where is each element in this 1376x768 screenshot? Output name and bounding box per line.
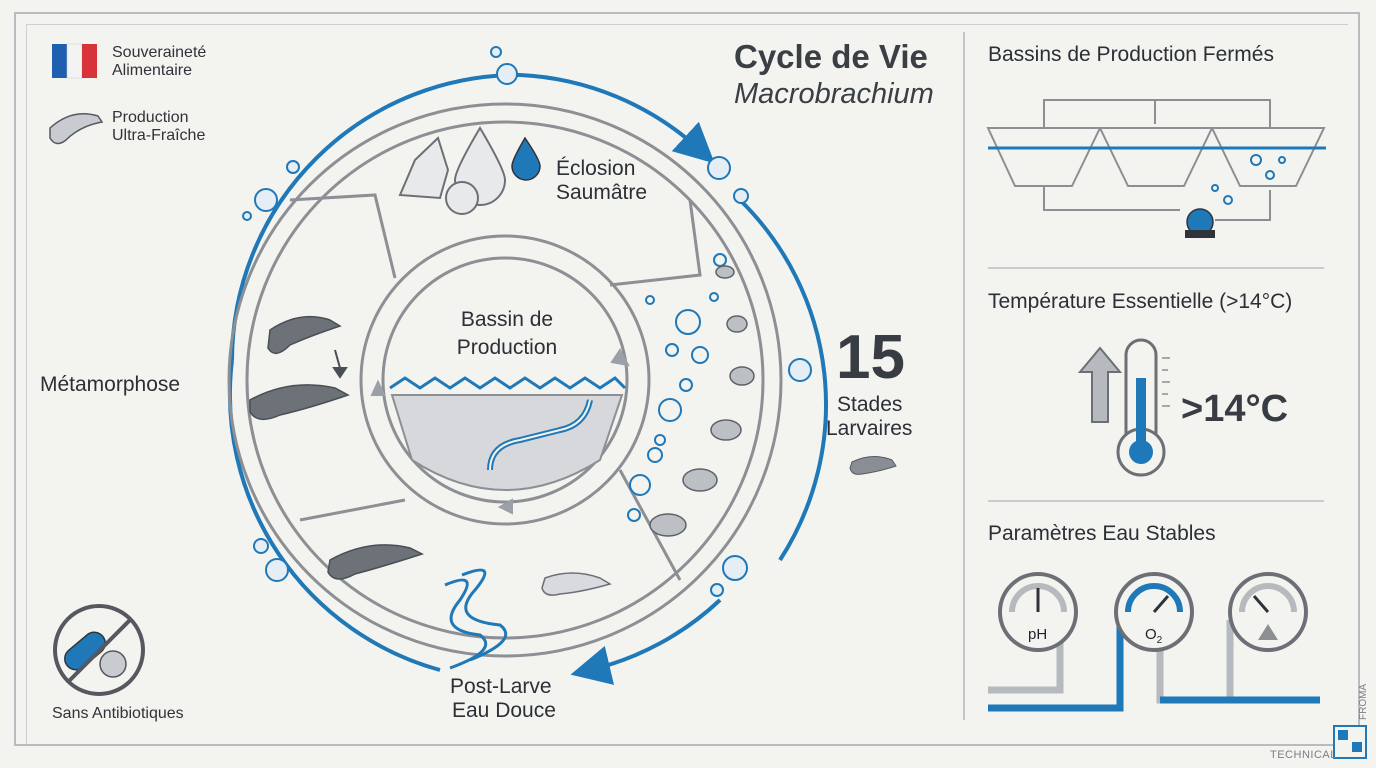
shrimp-tiny-icon xyxy=(849,456,897,475)
pump-icon xyxy=(1185,208,1215,238)
panel-divider xyxy=(963,32,965,720)
water-drop-icon xyxy=(445,126,541,215)
shrimp-small-icon xyxy=(541,572,612,596)
larval-stage-label-line2: Larvaires xyxy=(826,417,913,440)
page-subtitle: Macrobrachium xyxy=(734,78,934,110)
gauge-oxygen-label: O2 xyxy=(1145,626,1162,646)
gauge-oxygen-icon xyxy=(1114,572,1194,652)
temperature-value: >14°C xyxy=(1181,388,1289,430)
stage-postlarva-line1: Post-Larve xyxy=(450,675,552,698)
panel-separator-1 xyxy=(988,267,1324,269)
salt-crystal-icon xyxy=(398,136,450,200)
outer-cycle-arc xyxy=(228,72,828,685)
footer-technical: TECHNICAL xyxy=(1270,749,1337,761)
badge-sovereignty-line2: Alimentaire xyxy=(112,62,193,79)
shrimp-adult-icons xyxy=(249,315,424,580)
badge-no-antibiotics-label: Sans Antibiotiques xyxy=(52,705,184,722)
outer-frame xyxy=(14,12,1360,746)
larval-stage-label-line1: Stades xyxy=(837,393,903,416)
france-flag-icon xyxy=(52,43,97,79)
stage-postlarva-line2: Eau Douce xyxy=(452,699,556,722)
stage-hatching-line2: Saumâtre xyxy=(556,181,648,204)
center-label-line1: Bassin de xyxy=(460,308,554,331)
footer-side-label: FROMA xyxy=(1358,683,1369,720)
stage-metamorphosis: Métamorphose xyxy=(40,373,181,396)
gauge-oxygen-symbol: O xyxy=(1145,626,1157,643)
ponds-diagram xyxy=(986,99,1326,221)
larvae-bubbles xyxy=(627,253,727,522)
up-arrow-icon xyxy=(1077,346,1123,423)
page-title: Cycle de Vie xyxy=(734,38,928,75)
center-basin-icon xyxy=(389,376,627,491)
water-panel-title: Paramètres Eau Stables xyxy=(988,522,1216,545)
no-antibiotics-icon xyxy=(53,604,145,696)
thermometer-icon xyxy=(1116,338,1170,477)
outer-bubbles xyxy=(242,46,812,597)
temperature-panel-title: Température Essentielle (>14°C) xyxy=(988,290,1293,313)
center-label-line2: Production xyxy=(456,336,558,359)
shrimp-badge-icon xyxy=(49,113,104,145)
panel-separator-2 xyxy=(988,500,1324,502)
freshwater-river-icon xyxy=(444,568,508,670)
corner-logo-icon xyxy=(1333,725,1367,759)
water-pipes xyxy=(988,620,1320,712)
larval-stage-count: 15 xyxy=(836,323,905,392)
gauge-ph-icon xyxy=(998,572,1078,652)
inner-frame xyxy=(26,24,1348,744)
larvae-icons xyxy=(649,265,755,537)
metamorphosis-arrow-icon xyxy=(332,349,348,379)
badge-fresh-line2: Ultra-Fraîche xyxy=(112,127,206,144)
ponds-bubbles xyxy=(1211,154,1286,205)
stage-hatching-line1: Éclosion xyxy=(556,157,636,180)
badge-sovereignty-line1: Souveraineté xyxy=(112,44,207,61)
badge-fresh-line1: Production xyxy=(112,109,189,126)
gauge-ph-label: pH xyxy=(1028,626,1048,643)
ponds-panel-title: Bassins de Production Fermés xyxy=(988,43,1274,66)
inner-ring-arrows xyxy=(370,348,630,515)
gauge-third-icon xyxy=(1228,572,1308,652)
gauge-oxygen-subscript: 2 xyxy=(1156,635,1163,646)
